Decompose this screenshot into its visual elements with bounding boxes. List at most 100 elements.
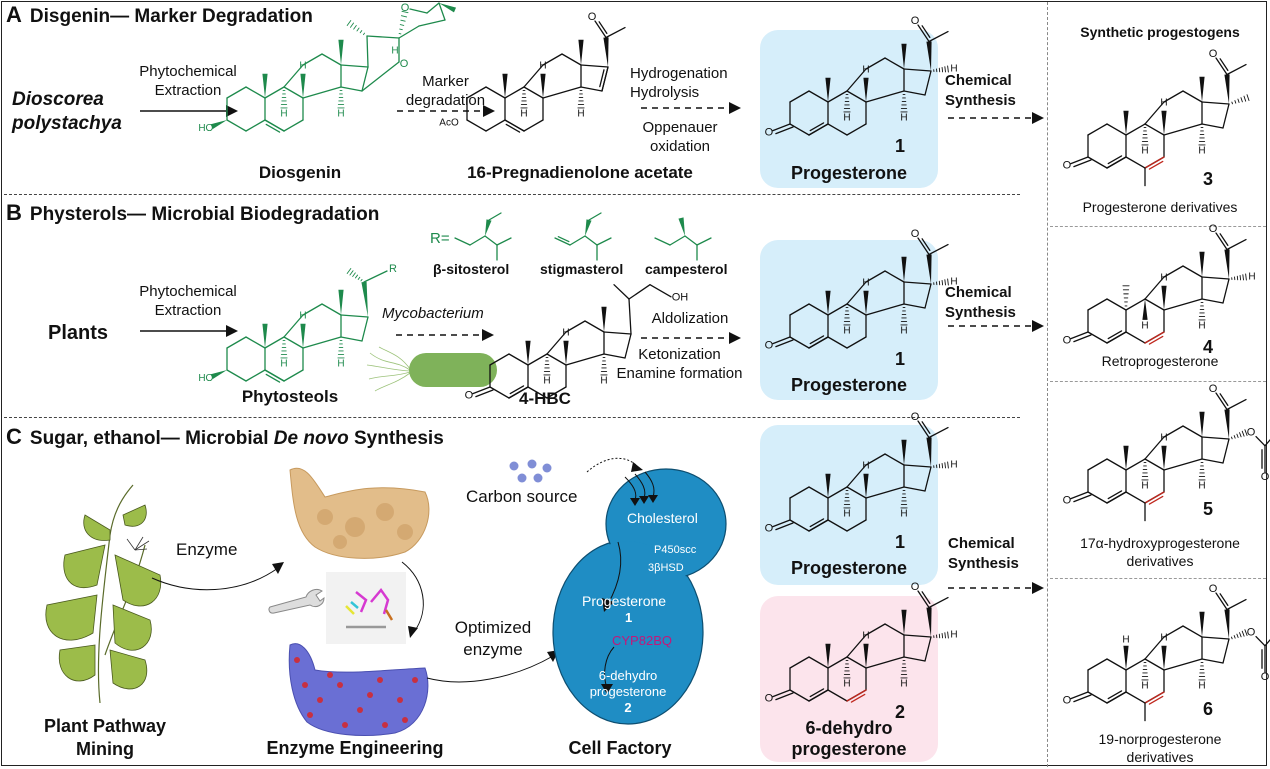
c19-methyl-wedge — [825, 77, 831, 102]
c19-methyl-wedge — [262, 323, 268, 348]
panel-b-letter: B — [6, 200, 22, 225]
bond — [1163, 123, 1203, 136]
h-label: H — [1160, 273, 1167, 284]
carbonyl — [598, 21, 608, 35]
bond — [1125, 156, 1146, 169]
hash-line — [400, 19, 406, 22]
bond — [1087, 491, 1108, 504]
bond — [584, 235, 598, 246]
h14-hash — [1198, 462, 1206, 481]
hash-line — [1236, 433, 1239, 438]
hash-line — [1245, 273, 1247, 281]
hash-line — [1236, 633, 1239, 638]
h-label: H — [843, 113, 850, 124]
c18-methyl-wedge — [578, 39, 584, 65]
panel-a-source: Dioscorea polystachya — [12, 88, 122, 136]
bond — [1125, 331, 1146, 344]
enzyme-structure-bottom — [288, 643, 429, 736]
bond — [789, 123, 810, 136]
panel-b-arrow-3 — [641, 332, 741, 344]
h-label: H — [862, 278, 869, 289]
bond — [1144, 436, 1165, 460]
bond — [789, 486, 810, 499]
label-line1: Chemical — [945, 284, 1012, 301]
bond — [1226, 598, 1247, 611]
bond — [565, 320, 586, 333]
wedge-bond — [585, 219, 592, 236]
bond — [302, 53, 323, 66]
side-chain-label-stigmasterol: stigmasterol — [540, 261, 624, 277]
bond — [903, 656, 926, 662]
wrench-icon — [268, 588, 325, 614]
separator-right-2 — [1050, 381, 1266, 382]
bond — [1226, 238, 1247, 251]
h-label: H — [600, 376, 607, 387]
c18-methyl-wedge — [601, 306, 607, 332]
bond — [366, 35, 369, 68]
bond — [1182, 90, 1203, 103]
panel-a-arrow-1 — [140, 105, 238, 117]
leaf — [114, 554, 162, 607]
c27-methyl-wedge — [439, 3, 457, 13]
bond — [542, 86, 582, 99]
label-line2: Synthesis — [948, 555, 1019, 572]
bond — [865, 270, 886, 283]
delta5-double-bond — [505, 123, 521, 133]
h-label: H — [1198, 321, 1205, 332]
leaf — [109, 649, 148, 690]
panel-a-arrow-4 — [948, 112, 1044, 124]
h9-hash — [843, 490, 851, 509]
h8-wedge — [863, 473, 869, 498]
c10-h-wedge — [1123, 645, 1129, 670]
bond — [466, 86, 487, 99]
bond — [438, 2, 446, 21]
delta5-double-bond — [264, 369, 285, 382]
h14-hash — [1198, 127, 1206, 146]
h-label: H — [1198, 146, 1205, 157]
bacterium-icon — [366, 346, 497, 392]
compound-number: 1 — [895, 136, 905, 156]
bond — [546, 386, 567, 399]
carbonyl — [1215, 232, 1228, 251]
double-bond — [557, 236, 570, 243]
label-line2: derivatives — [1126, 749, 1194, 765]
h9-hash — [843, 660, 851, 679]
delta4-double-bond — [508, 386, 529, 399]
carbonyl — [594, 20, 607, 39]
bond — [472, 386, 491, 395]
delta6-double-bond — [1148, 160, 1164, 170]
bond — [523, 86, 544, 99]
bond — [1087, 458, 1108, 471]
bond — [1125, 691, 1146, 704]
bond — [565, 353, 605, 366]
delta4-double-bond — [808, 519, 829, 532]
hash-line — [1231, 636, 1233, 640]
step-label-line2: oxidation — [649, 138, 711, 155]
bond — [1144, 123, 1165, 136]
leaf — [58, 644, 96, 682]
bond — [884, 453, 905, 466]
label-line1: Chemical — [948, 535, 1015, 552]
label-line2: progesterone — [791, 739, 907, 759]
flagella — [366, 346, 411, 392]
bond — [1201, 636, 1230, 640]
bond — [1264, 638, 1270, 647]
bond — [884, 57, 905, 70]
bond — [1201, 458, 1224, 464]
c17-acetyl-wedge — [926, 437, 932, 467]
bond — [1087, 123, 1108, 136]
hash-line — [1234, 100, 1237, 104]
bond — [1163, 625, 1184, 638]
bond — [808, 656, 829, 669]
bond — [1222, 638, 1230, 664]
bond — [846, 90, 867, 103]
leaf — [63, 544, 106, 588]
delta6-double-bond — [850, 693, 866, 703]
